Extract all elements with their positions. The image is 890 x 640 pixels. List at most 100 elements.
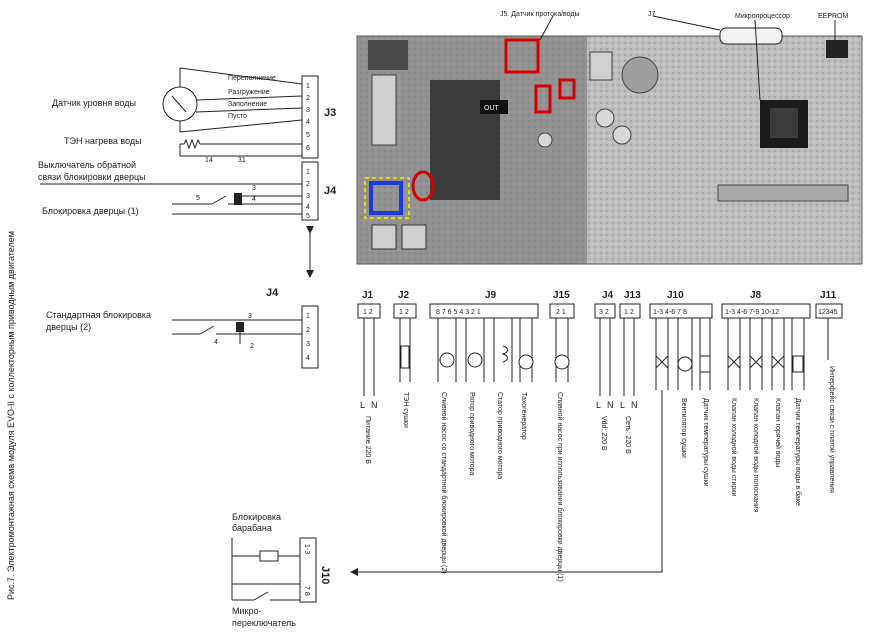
stator-icon — [501, 345, 508, 363]
j3-pin: 6 — [306, 145, 310, 152]
connector-j8-label: J8 — [750, 290, 762, 301]
drum-lock-line1: Блокировка — [232, 512, 281, 522]
door-lock-pin-a: 5 — [196, 195, 200, 202]
rotor-icon — [467, 352, 483, 368]
j4-pin: 4 — [306, 204, 310, 211]
j1-n: N — [371, 400, 378, 410]
connector-j2-label: J2 — [398, 290, 410, 301]
connector-j1-pins: 1 2 — [363, 309, 373, 316]
dryer-heater-icon — [400, 345, 410, 369]
label-tacho: Тахогенератор — [520, 392, 527, 440]
dryer-fan-icon — [677, 356, 693, 372]
j4-n: N — [607, 400, 614, 410]
j4b-pin: 4 — [306, 355, 310, 362]
heater-label: ТЭН нагрева воды — [64, 136, 142, 146]
j10-link-arrow — [350, 390, 663, 576]
door-lock-pin-c: 3 — [252, 185, 256, 192]
j10-detail-block: 1-3 7 8 J10 Блокировка барабана Микро- п… — [231, 512, 331, 628]
label-water-ntc: Датчик температуры воды в баке — [794, 398, 802, 506]
label-dryer-ntc: Датчик температуры сушки — [702, 398, 709, 487]
j4-pin: 5 — [306, 213, 310, 220]
label-hot-valve: Клапан горячей воды — [774, 398, 782, 467]
label-interface: Интерфейс связи с платой управления — [828, 366, 836, 493]
j10-pins-top: 1-3 — [303, 544, 310, 554]
label-rotor: Ротор приводного мотора — [468, 392, 475, 475]
label-cold-wash-valve: Клапан холодной воды стирки — [730, 398, 738, 496]
std-lock-switch-icon — [199, 325, 215, 335]
figure-caption: Рис.7. Электромонтажная схема модуля EVO… — [6, 231, 16, 600]
microswitch-line2: переключатель — [232, 618, 296, 628]
feedback-switch-line2: связи блокировки дверцы — [38, 172, 146, 182]
j3-label: J3 — [324, 107, 336, 119]
pcb-out-chip — [480, 100, 508, 114]
tacho-icon — [518, 354, 534, 370]
j4b-pin: 3 — [306, 341, 310, 348]
level-sensor-label: Датчик уровня воды — [52, 98, 136, 108]
connector-j9-label: J9 — [485, 290, 497, 301]
connector-j13-pins: 1 2 — [624, 309, 634, 316]
j3-pin: 5 — [306, 132, 310, 139]
connector-j2-pins: 1 2 — [399, 309, 409, 316]
door-lock-pin-b: 4 — [252, 196, 256, 203]
wire-overflow: Переполнение — [228, 75, 276, 82]
door-lock-coil-icon — [234, 193, 242, 205]
j1-l: L — [360, 400, 365, 410]
heater-pin-a: 14 — [205, 157, 213, 164]
drum-lock-icon — [259, 550, 279, 562]
j4-bottom-label: J4 — [266, 287, 279, 299]
yellow-dashed-highlight — [364, 177, 410, 219]
label-mains: Сеть: 220 В — [624, 416, 631, 454]
microswitch-line1: Микро- — [232, 606, 261, 616]
j3-block: 1 2 3 4 5 6 J3 Переполнение Разгружение … — [52, 67, 336, 164]
valve-3-icon — [771, 355, 785, 369]
relay-red-highlight — [504, 38, 540, 74]
label-stator: Статор приводного мотора — [496, 392, 503, 479]
connector-j11-label: J11 — [820, 290, 837, 301]
connector-j15-pins: 2 1 — [556, 309, 566, 316]
j13-l: L — [620, 400, 625, 410]
connector-j11-pins: 12345 — [818, 309, 838, 316]
label-dryer-heater: ТЭН сушки — [402, 392, 409, 428]
std-lock-coil-icon — [236, 322, 244, 332]
pcb-photo: OUT — [356, 15, 863, 265]
j4-pin: 3 — [306, 193, 310, 200]
blue-highlight — [369, 181, 403, 215]
connector-j10-pins: 1-3 4-6 7 8 — [653, 309, 687, 316]
connector-j13-label: J13 — [624, 290, 641, 301]
dryer-ntc-icon — [699, 355, 711, 373]
callout-j7: J7 — [648, 11, 656, 18]
j3-pin: 1 — [306, 83, 310, 90]
valve-2-icon — [749, 355, 763, 369]
wire-empty: Пусто — [228, 113, 247, 120]
j4-pin: 1 — [306, 169, 310, 176]
j13-n: N — [631, 400, 638, 410]
level-sensor-icon — [162, 86, 198, 122]
pcb-out-label: OUT — [484, 105, 500, 112]
feedback-switch-line1: Выключатель обратной — [38, 160, 136, 170]
callout-mcu: Микропроцессор — [735, 13, 790, 20]
drain-pump-2-icon — [439, 352, 455, 368]
j4b-pin: 1 — [306, 313, 310, 320]
connector-j15-label: J15 — [553, 290, 570, 301]
label-power: Питание 220 В — [364, 416, 371, 464]
valve-1-icon — [727, 355, 741, 369]
drain-pump-1-icon — [554, 354, 570, 370]
label-drain-pump-1: Сливной насос при использовании блокиров… — [556, 392, 564, 582]
label-dryer-fan: Вентилятор сушки — [680, 398, 687, 458]
connector-row: J1 J2 J9 J15 J4 J13 J10 J8 J11 1 2 1 2 8… — [357, 290, 843, 410]
connector-j4b-pins: 3 2 — [599, 309, 609, 316]
std-lock-line2: дверцы (2) — [46, 322, 91, 332]
eeprom-chip — [826, 40, 848, 58]
j4-l: L — [596, 400, 601, 410]
wire-drain: Разгружение — [228, 89, 270, 96]
callout-sensor: J5. Датчик протока/воды — [500, 11, 580, 18]
j10-detail-label: J10 — [319, 566, 331, 584]
j3-pin: 3 — [306, 107, 310, 114]
connector-j8-pins: 1-3 4-6 7-9 10-12 — [725, 309, 779, 316]
microswitch-icon — [253, 591, 269, 601]
heater-icon — [180, 138, 204, 150]
connector-j1-label: J1 — [362, 290, 374, 301]
j4-pin: 2 — [306, 181, 310, 188]
